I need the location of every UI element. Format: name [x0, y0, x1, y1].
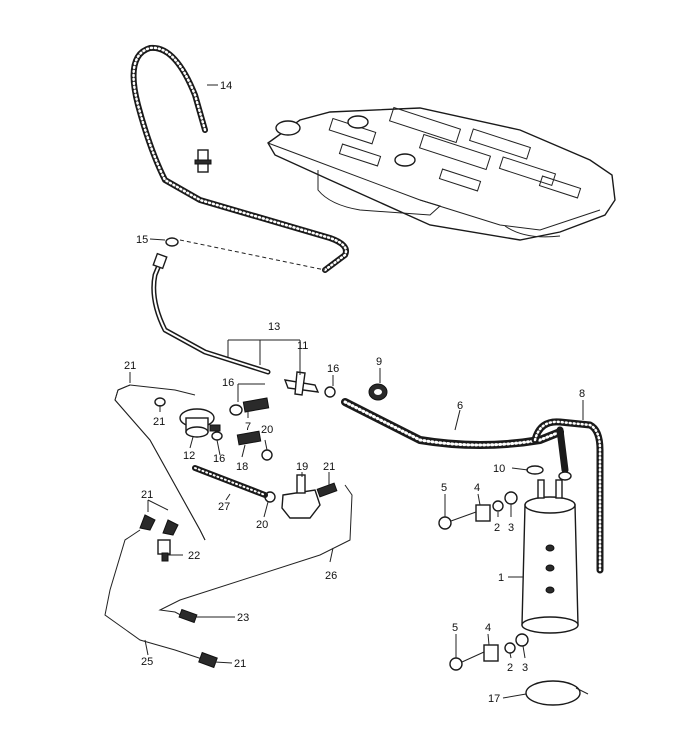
callout-4: 4 — [474, 482, 480, 494]
canister-hose — [341, 398, 604, 574]
callout-20: 20 — [261, 424, 273, 436]
line-connectors — [139, 514, 218, 669]
mounting-strap — [525, 680, 589, 706]
callout-21: 21 — [323, 461, 335, 473]
callout-7: 7 — [245, 421, 251, 433]
callout-14: 14 — [220, 80, 232, 92]
callout-16: 16 — [327, 363, 339, 375]
callout-2: 2 — [507, 662, 513, 674]
callout-12: 12 — [183, 450, 195, 462]
mounting-hardware-lower — [449, 633, 529, 671]
callout-9: 9 — [376, 356, 382, 368]
callout-21: 21 — [234, 658, 246, 670]
fuel-pump — [281, 474, 338, 519]
t-piece-connector — [283, 371, 320, 396]
callout-23: 23 — [237, 612, 249, 624]
callout-25: 25 — [141, 656, 153, 668]
callout-15: 15 — [136, 234, 148, 246]
check-valve — [179, 408, 221, 438]
callout-3: 3 — [508, 522, 514, 534]
callout-16: 16 — [213, 453, 225, 465]
callout-4: 4 — [485, 622, 491, 634]
callout-6: 6 — [457, 400, 463, 412]
callout-17: 17 — [488, 693, 500, 705]
callout-13: 13 — [268, 321, 280, 333]
callout-27: 27 — [218, 501, 230, 513]
callout-18: 18 — [236, 461, 248, 473]
callout-22: 22 — [188, 550, 200, 562]
callout-10: 10 — [493, 463, 505, 475]
fuel-line-left — [114, 384, 206, 541]
callout-21: 21 — [124, 360, 136, 372]
hose-fittings — [154, 386, 336, 503]
callout-labels: 14 15 13 11 16 9 8 6 21 16 7 21 12 16 18… — [124, 80, 585, 705]
callout-21: 21 — [141, 489, 153, 501]
callout-5: 5 — [441, 482, 447, 494]
callout-5: 5 — [452, 622, 458, 634]
callout-1: 1 — [498, 572, 504, 584]
mounting-hardware-upper — [438, 491, 518, 530]
callout-19: 19 — [296, 461, 308, 473]
hose-clamp — [526, 465, 544, 475]
fuel-tank — [267, 106, 616, 241]
callout-26: 26 — [325, 570, 337, 582]
breather-hose — [130, 44, 349, 273]
callout-21: 21 — [153, 416, 165, 428]
return-line — [158, 484, 353, 621]
callout-20: 20 — [256, 519, 268, 531]
callout-8: 8 — [579, 388, 585, 400]
callout-11: 11 — [297, 340, 308, 352]
vent-hose — [151, 237, 271, 375]
charcoal-canister — [521, 479, 579, 634]
callout-16: 16 — [222, 377, 234, 389]
grommet — [368, 383, 388, 401]
leader-lines — [129, 84, 584, 699]
callout-3: 3 — [522, 662, 528, 674]
callout-2: 2 — [494, 522, 500, 534]
